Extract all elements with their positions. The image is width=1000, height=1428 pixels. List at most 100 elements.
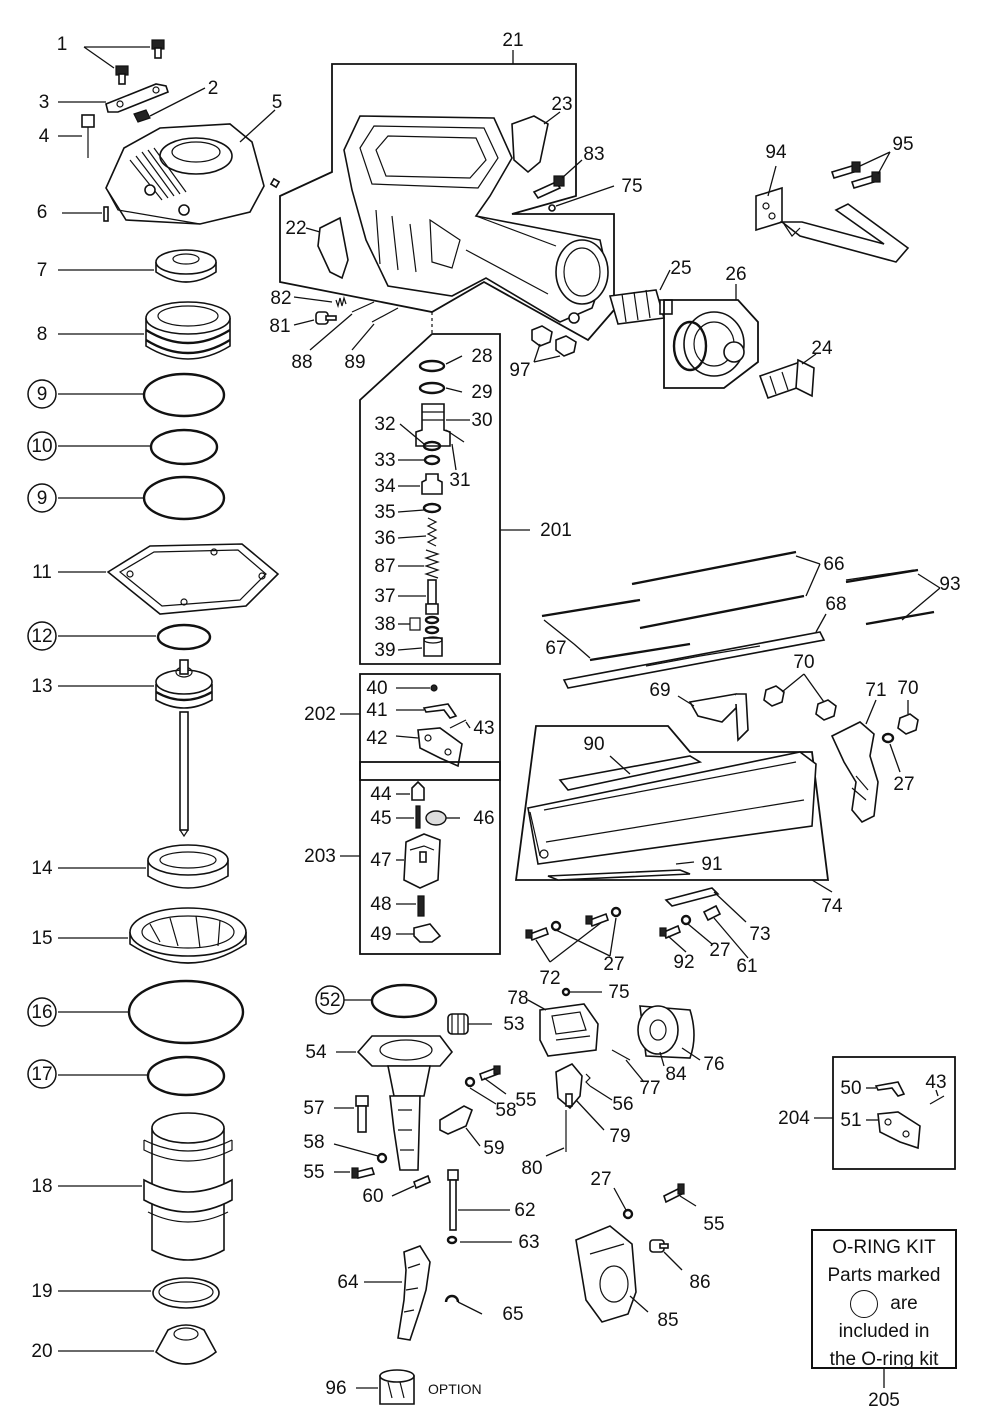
part-number-label: 73 — [749, 924, 770, 945]
part-number-label: 58 — [495, 1100, 516, 1121]
assy-204-box — [832, 1056, 956, 1170]
part-number-label: 39 — [374, 640, 395, 661]
part-number-label: 46 — [473, 808, 494, 829]
part-42-trigger — [417, 727, 463, 768]
part-79-feeder — [555, 1063, 583, 1110]
part-31-pin — [445, 429, 465, 443]
part-number-label: 83 — [583, 144, 604, 165]
part-26-bracket — [663, 299, 759, 389]
part-number-label: 90 — [583, 734, 604, 755]
part-75-ring-b — [561, 987, 571, 997]
part-number-label: 5 — [272, 92, 283, 113]
part-number-label: 27 — [603, 954, 624, 975]
part-number-label: 18 — [31, 1176, 52, 1197]
part-number-label: 32 — [374, 414, 395, 435]
part-85-cover — [575, 1225, 637, 1323]
part-68-rail — [562, 631, 826, 689]
oring-kit-are: are — [890, 1293, 918, 1315]
part-72-screws — [525, 906, 622, 942]
part-78-adjuster — [539, 1003, 599, 1057]
part-13-piston-driver — [155, 659, 213, 838]
part-65-ring — [444, 1294, 460, 1303]
part-number-label: 23 — [551, 94, 572, 115]
part-number-label: 58 — [303, 1132, 324, 1153]
part-23-gasket — [511, 115, 549, 174]
part-17-oring — [146, 1055, 226, 1097]
part-1-screws — [115, 39, 165, 85]
part-69-bracket — [688, 693, 749, 742]
part-number-label: 27 — [893, 774, 914, 795]
part-number-label: 57 — [303, 1098, 324, 1119]
part-number-label: 13 — [31, 676, 52, 697]
part-number-label: 61 — [736, 956, 757, 977]
part-55-screw-b — [478, 1065, 501, 1082]
part-number-label: 10 — [31, 436, 52, 457]
part-9a-oring — [142, 372, 226, 418]
part-number-label: 9 — [37, 488, 48, 509]
callout-labels: 1234567891091112131415161718192021222324… — [27, 30, 961, 1411]
part-16-oring — [127, 979, 245, 1045]
part-number-label: 19 — [31, 1281, 52, 1302]
part-46-cap — [425, 810, 447, 826]
part-3-plate — [105, 83, 169, 113]
part-9b-oring — [142, 475, 226, 521]
part-number-label: 77 — [639, 1078, 660, 1099]
part-58-washer-b — [464, 1076, 476, 1088]
part-27-washer — [881, 732, 895, 744]
part-24-coupler — [758, 358, 815, 400]
part-number-label: 1 — [57, 34, 68, 55]
part-number-label: 88 — [291, 352, 312, 373]
part-37-valve-stem — [425, 579, 439, 615]
part-58-washer — [376, 1152, 388, 1164]
part-34-valve-piston — [421, 473, 443, 495]
part-41-trigger-lever — [422, 703, 458, 719]
part-49-stopper — [413, 923, 442, 943]
part-56-spring — [585, 1073, 591, 1087]
part-number-label: 92 — [673, 952, 694, 973]
part-number-label: 70 — [793, 652, 814, 673]
part-27-washer-d — [622, 1208, 634, 1220]
part-number-label: 30 — [471, 410, 492, 431]
part-number-label: 76 — [703, 1054, 724, 1075]
part-number-label: 36 — [374, 528, 395, 549]
rails-66 — [631, 550, 915, 630]
part-number-label: 96 — [325, 1378, 346, 1399]
part-50-lever — [874, 1081, 906, 1097]
part-number-label: 43 — [473, 718, 494, 739]
part-number-label: 72 — [539, 968, 560, 989]
part-48-spring — [417, 895, 425, 917]
part-35-oring — [422, 502, 442, 514]
part-number-label: 35 — [374, 502, 395, 523]
part-15-cylinder-plate — [129, 907, 247, 964]
part-number-label: 91 — [701, 854, 722, 875]
part-25-filter — [608, 289, 673, 325]
part-57-bolt — [355, 1095, 369, 1133]
part-20-cylinder-seal — [154, 1324, 218, 1365]
part-81-plug — [315, 311, 337, 325]
part-number-label: 201 — [540, 520, 572, 541]
part-number-label: 63 — [518, 1232, 539, 1253]
part-5-cap — [105, 123, 281, 225]
part-number-label: 64 — [337, 1272, 359, 1293]
oring-kit-marker-icon — [27, 1059, 57, 1089]
rails-67 — [541, 598, 691, 662]
part-89-pin — [371, 307, 399, 323]
part-number-label: 26 — [725, 264, 746, 285]
oring-kit-marker-icon — [27, 997, 57, 1027]
part-60-clip — [413, 1174, 431, 1190]
part-55-screw — [351, 1167, 376, 1179]
part-51-trigger — [877, 1111, 921, 1150]
oring-kit-line3: are — [817, 1290, 951, 1318]
part-73-plate — [664, 887, 720, 907]
part-28-oring — [418, 359, 446, 373]
part-32-oring — [422, 440, 442, 452]
part-number-label: 44 — [370, 784, 392, 805]
oring-kit-marker-icon — [27, 431, 57, 461]
part-number-label: 40 — [366, 678, 387, 699]
part-number-label: 12 — [31, 626, 52, 647]
part-94-hook — [755, 186, 910, 263]
part-number-label: 81 — [269, 316, 290, 337]
part-44-clip — [411, 780, 425, 801]
body-assembly-outline — [279, 63, 615, 342]
part-number-label: 71 — [865, 680, 886, 701]
